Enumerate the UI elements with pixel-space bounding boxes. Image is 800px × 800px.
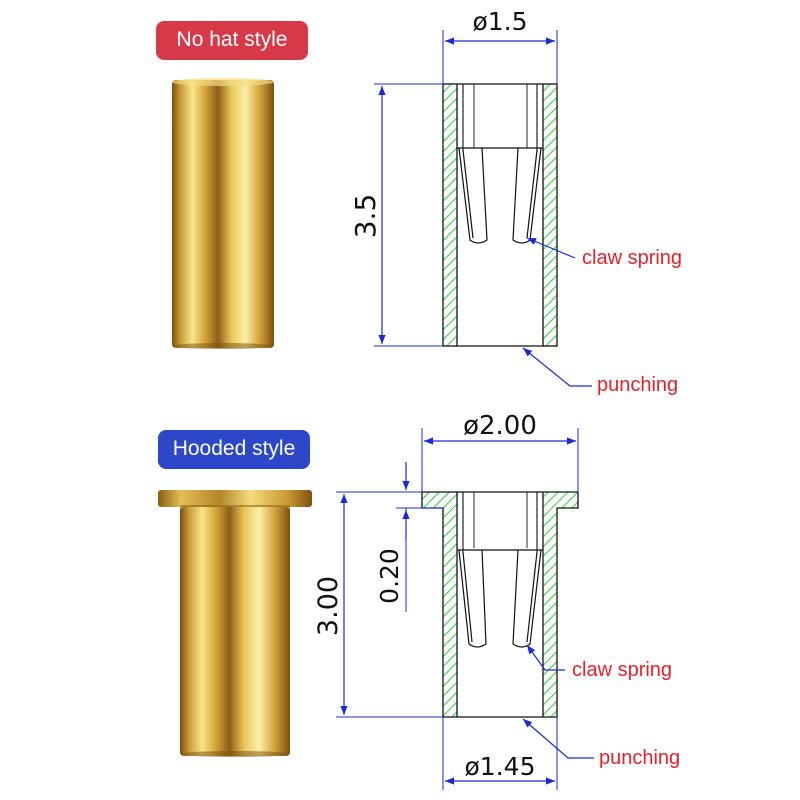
hooded-style-badge: Hooded style — [158, 430, 310, 469]
hooded-punching-leader — [522, 718, 594, 759]
no-hat-punching-leader — [522, 347, 592, 387]
hooded-pin-flange — [158, 490, 312, 507]
no-hat-style-badge: No hat style — [156, 21, 308, 60]
hooded-punching-label: punching — [599, 747, 680, 769]
no-hat-diameter-label: ø1.5 — [472, 7, 527, 36]
no-hat-claw-spring — [457, 147, 543, 244]
hooded-pin-body — [180, 507, 290, 756]
no-hat-pin-body — [172, 80, 274, 348]
hooded-drawing: ø2.00 0.20 3.00 ø1.45 claw spring punchi… — [313, 411, 680, 790]
no-hat-claw-spring-leader — [526, 237, 576, 259]
no-hat-photo — [172, 78, 274, 349]
hooded-left-wall — [421, 491, 458, 718]
no-hat-punching-label: punching — [597, 374, 678, 396]
hooded-bottom-diameter-label: ø1.45 — [465, 752, 536, 781]
hooded-top-diameter-label: ø2.00 — [463, 411, 537, 441]
no-hat-length-label: 3.5 — [349, 194, 382, 239]
hooded-claw-spring-leader — [526, 644, 565, 671]
hooded-claw-spring — [457, 549, 543, 648]
hooded-photo — [158, 490, 312, 757]
no-hat-claw-spring-label: claw spring — [582, 247, 682, 269]
no-hat-drawing: ø1.5 3.5 claw spring punching — [349, 7, 682, 396]
hooded-claw-spring-label: claw spring — [572, 659, 672, 681]
no-hat-right-wall — [542, 83, 558, 347]
hooded-flange-label: 0.20 — [375, 548, 404, 604]
no-hat-left-wall — [442, 83, 458, 347]
hooded-length-label: 3.00 — [313, 576, 344, 636]
hooded-right-wall — [542, 491, 579, 718]
